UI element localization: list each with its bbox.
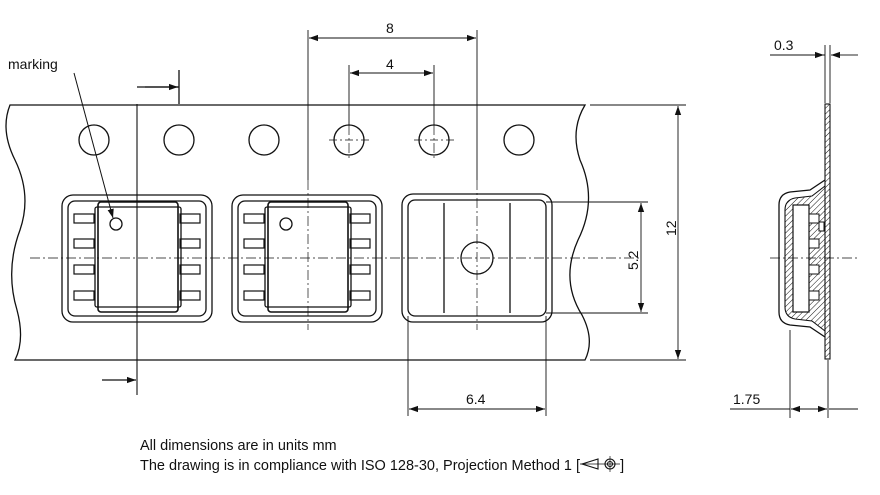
sprocket-hole [78,124,110,156]
dimension-5-2-label: 5.2 [625,250,641,270]
dimension-tape-width-12 [590,104,686,361]
dimension-8-label: 8 [386,20,394,36]
sprocket-hole [503,124,535,156]
dimension-pocket-5-2 [546,201,648,314]
sprocket-hole [248,124,280,156]
sprocket-hole [163,124,195,156]
marking-label: marking [8,56,58,72]
compliance-note-end: ] [620,458,625,474]
compliance-note-text: The drawing is in compliance with ISO 12… [140,458,581,474]
dimension-0-3-label: 0.3 [774,37,794,53]
dimension-hole-pitch-4 [348,65,435,125]
tape-section-view [770,103,860,360]
dimension-6-4-label: 6.4 [466,391,486,407]
dimension-12-label: 12 [663,220,679,236]
first-angle-projection-icon [580,456,621,472]
dimension-4-label: 4 [386,56,394,72]
carrier-tape [5,104,590,361]
units-note: All dimensions are in units mm [140,438,337,454]
dimension-1-75-label: 1.75 [733,391,760,407]
section-cut-line [102,70,180,395]
dimension-thickness-0-3 [770,45,858,103]
pocket-with-component-2 [231,194,383,323]
dimension-pitch-8 [307,30,478,180]
marking-leader [73,72,114,219]
compliance-note: The drawing is in compliance with ISO 12… [140,456,624,476]
dimension-pocket-6-4 [407,316,547,416]
sprocket-holes [78,124,535,156]
dimension-offset-1-75 [730,330,858,418]
